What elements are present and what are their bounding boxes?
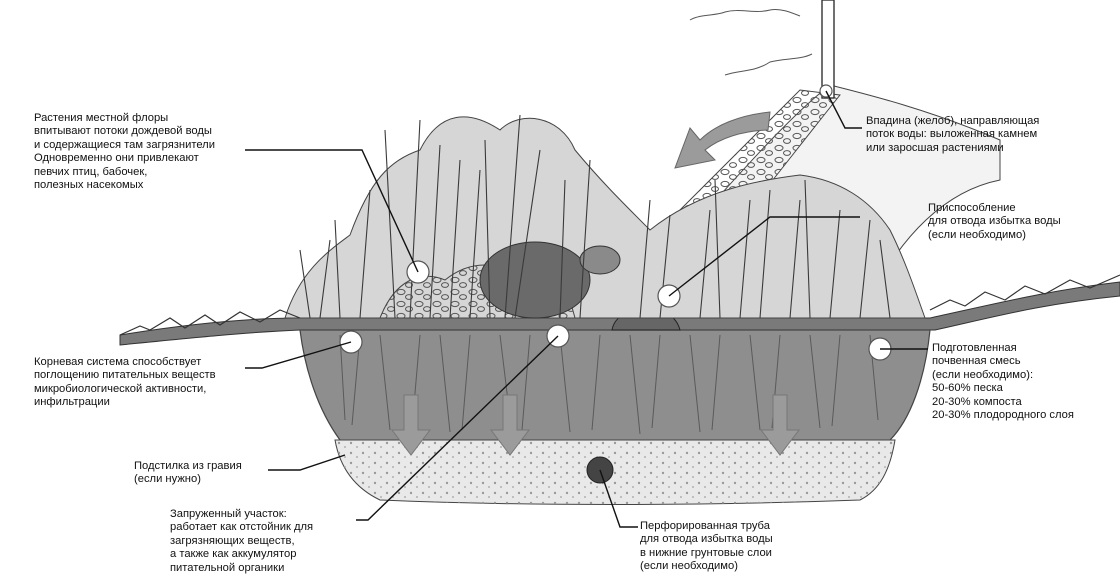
downspout: [822, 0, 834, 98]
sky-scribble: [690, 9, 800, 20]
gravel-label: Подстилка из гравия (если нужно): [134, 460, 242, 487]
ponding-area-label: Запруженный участок: работает как отстой…: [170, 508, 313, 575]
soil-mix-label: Подготовленная почвенная смесь (если нео…: [932, 342, 1074, 422]
roots-label: Корневая система способствует поглощению…: [34, 356, 216, 410]
native-plants-label: Растения местной флоры впитывают потоки …: [34, 112, 215, 192]
gravel-texture: [335, 440, 895, 505]
hill-scribble: [725, 54, 812, 75]
swale-label: Впадина (желоб), направляющая поток воды…: [866, 115, 1039, 155]
overflow-device-label: Приспособление для отвода избытка воды (…: [928, 202, 1061, 242]
perforated-pipe-label: Перфорированная труба для отвода избытка…: [640, 520, 773, 574]
